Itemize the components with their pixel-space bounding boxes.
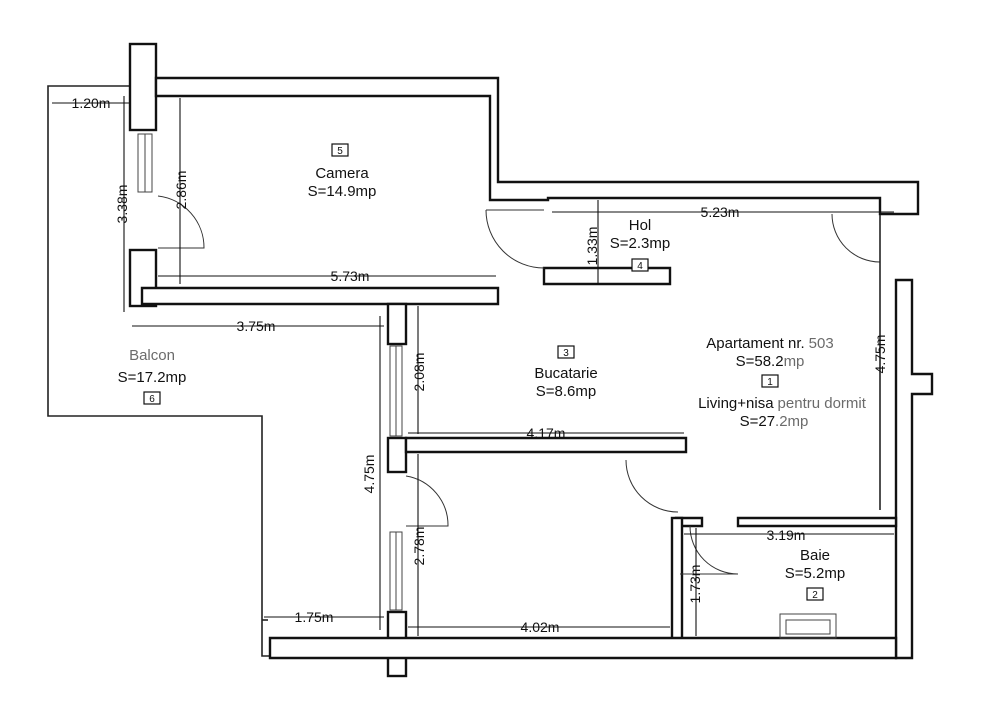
room-baie-name: Baie [800, 547, 830, 564]
room-baie-area: S=5.2mp [785, 565, 845, 582]
dim-balcony-width: 1.20m [72, 95, 111, 111]
dim-hol-width: 5.23m [701, 204, 740, 220]
apartment-area-suffix: mp [784, 353, 805, 370]
room-living-area-prefix: S=27 [740, 413, 775, 430]
wall-camera-top [154, 76, 920, 216]
room-bucatarie: 3 Bucatarie S=8.6mp [534, 345, 598, 400]
bathtub-inner [785, 619, 831, 635]
room-number-box [557, 345, 575, 359]
room-living-area-suffix: .2mp [775, 413, 808, 430]
dim-bath-height: 1.73m [687, 565, 703, 604]
wall-bath-left [670, 516, 684, 642]
doors [157, 195, 881, 575]
apartment-area-prefix: S=58.2 [736, 353, 784, 370]
dimension-lines [52, 96, 894, 636]
room-camera-name: Camera [315, 165, 369, 182]
room-bucatarie-number: 3 [563, 348, 569, 359]
room-balcon-number: 6 [149, 394, 155, 405]
bathtub [779, 613, 837, 639]
room-balcon-area: S=17.2mp [118, 369, 187, 386]
dim-kitchen-width: 4.17m [527, 425, 566, 441]
dim-camera-height: 2.86m [173, 171, 189, 210]
wall-bottom [268, 636, 898, 660]
room-number-box [143, 391, 161, 405]
wall-right [894, 278, 934, 660]
dim-balcony-bottom: 1.75m [295, 609, 334, 625]
room-camera-area: S=14.9mp [308, 183, 377, 200]
apartment-summary: Apartament nr. 503 S=58.2mp [706, 335, 833, 370]
door-entrance [831, 213, 881, 263]
door-camera-balcony [157, 195, 205, 249]
wall-bath-top [736, 516, 898, 528]
room-bucatarie-name: Bucatarie [534, 365, 597, 382]
room-hol-number: 4 [637, 261, 643, 272]
wall-kitchen-left-top [386, 302, 408, 346]
wall-pier-top-left [128, 42, 158, 132]
dim-left-height: 4.75m [361, 455, 377, 494]
room-living-number: 1 [767, 377, 773, 388]
apartment-area: S=58.2mp [736, 353, 805, 370]
dim-camera-width: 5.73m [331, 268, 370, 284]
door-bottom-balcony [405, 475, 449, 527]
room-living-area: S=27.2mp [740, 413, 809, 430]
room-living-name-prefix: Living+nisa [698, 395, 774, 412]
walls [128, 42, 934, 678]
dim-bath-width: 3.19m [767, 527, 806, 543]
room-number-box [806, 587, 824, 601]
room-number-box [331, 143, 349, 157]
apartment-label-prefix: Apartament nr. [706, 335, 804, 352]
room-hol-area: S=2.3mp [610, 235, 670, 252]
dim-hol-height: 1.33m [584, 227, 600, 266]
room-balcon: Balcon S=17.2mp 6 [118, 347, 187, 405]
room-bucatarie-area: S=8.6mp [536, 383, 596, 400]
room-baie-number: 2 [812, 590, 818, 601]
door-camera-hol [485, 209, 545, 269]
door-bottom-room [625, 459, 679, 513]
room-hol-name: Hol [629, 217, 652, 234]
dim-bottom-room-width: 4.02m [521, 619, 560, 635]
dim-living-height: 4.75m [872, 335, 888, 374]
windows [137, 133, 837, 639]
apartment-number: 503 [809, 335, 834, 352]
room-living-name-suffix: pentru dormit [778, 395, 867, 412]
dim-camera-outer: 3.38m [114, 185, 130, 224]
dim-kitchen-height: 2.08m [411, 353, 427, 392]
room-baie: Baie S=5.2mp 2 [785, 547, 845, 601]
dim-bottom-room-height: 2.78m [411, 527, 427, 566]
door-bath [689, 525, 739, 575]
balcony-outline [47, 85, 272, 657]
wall-camera-bottom [140, 286, 500, 306]
room-balcon-name: Balcon [129, 347, 175, 364]
room-number-box [761, 374, 779, 388]
room-camera-number: 5 [337, 146, 343, 157]
dim-balcony-run: 3.75m [237, 318, 276, 334]
room-number-box [631, 258, 649, 272]
apartment-label: Apartament nr. 503 [706, 335, 833, 352]
wall-kitchen-bottom [404, 436, 688, 454]
room-hol: Hol S=2.3mp 4 [610, 217, 670, 272]
wall-kitchen-left-mid [386, 436, 408, 474]
dimension-labels: 1.20m 3.38m 2.86m 5.73m 3.75m 5.23m 1.33… [72, 95, 888, 635]
room-camera: 5 Camera S=14.9mp [308, 143, 377, 200]
wall-hol-bottom [542, 266, 672, 286]
